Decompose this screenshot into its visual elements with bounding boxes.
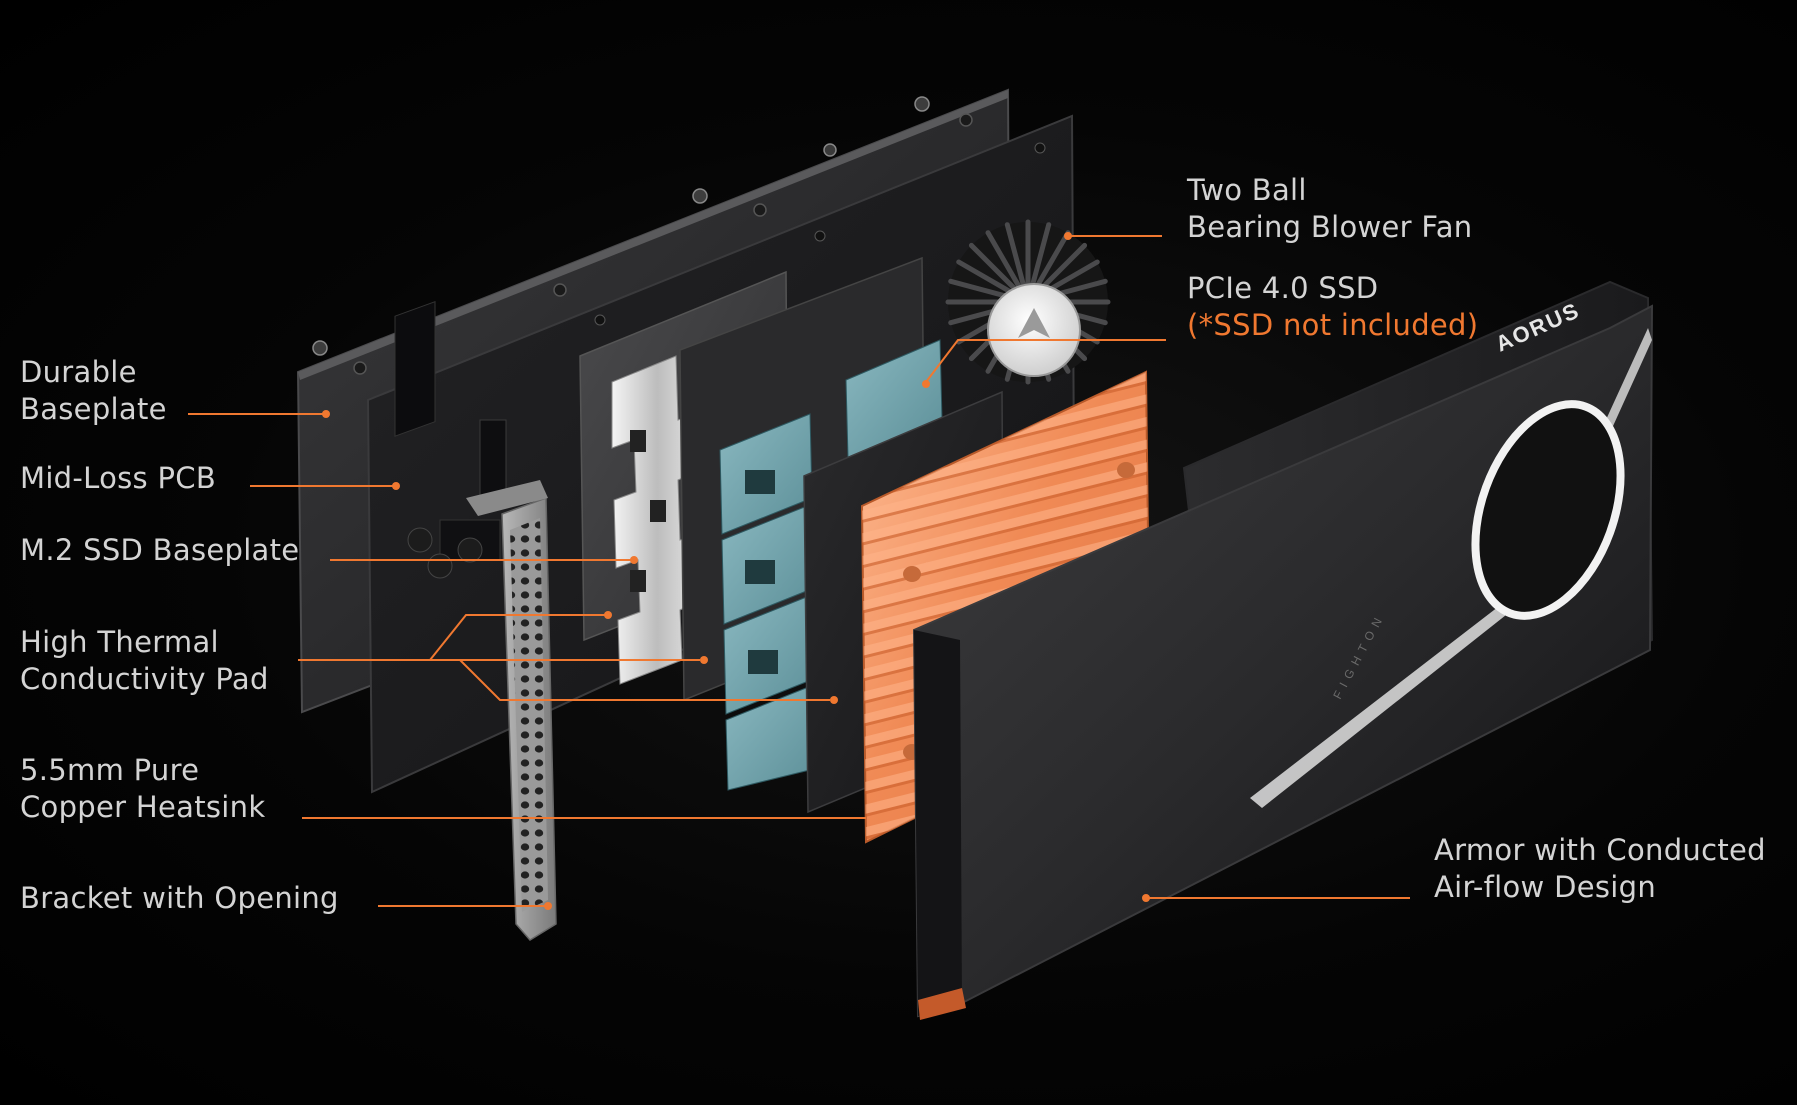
blower-fan xyxy=(945,219,1111,385)
leader-line-ssd xyxy=(925,339,1166,383)
label-bracket: Bracket with Opening xyxy=(20,880,339,917)
label-line: PCIe 4.0 SSD xyxy=(1187,271,1379,305)
label-line: 5.5mm Pure xyxy=(20,753,200,787)
pci-bracket xyxy=(466,480,557,941)
label-blower-fan: Two Ball Bearing Blower Fan xyxy=(1187,172,1472,246)
label-m2-ssd-baseplate: M.2 SSD Baseplate xyxy=(20,532,299,569)
label-line: Copper Heatsink xyxy=(20,790,266,824)
armor-cover: AORUS FIGHTON xyxy=(912,280,1654,1020)
pcie-ssd xyxy=(679,256,943,791)
label-line: Baseplate xyxy=(20,392,167,426)
label-thermal-pad: High Thermal Conductivity Pad xyxy=(20,624,269,698)
label-durable-baseplate: Durable Baseplate xyxy=(20,354,167,428)
label-line: Bearing Blower Fan xyxy=(1187,210,1473,244)
label-line: Air-flow Design xyxy=(1434,870,1656,904)
label-line: M.2 SSD Baseplate xyxy=(20,533,300,567)
leader-dot-ssd-baseplate xyxy=(630,556,638,564)
label-line: Two Ball xyxy=(1187,173,1307,207)
label-line: Bracket with Opening xyxy=(20,881,339,915)
label-line: Conductivity Pad xyxy=(20,662,269,696)
leader-dot-baseplate xyxy=(322,410,330,418)
callout-leader-lines xyxy=(188,232,1410,910)
label-mid-loss-pcb: Mid-Loss PCB xyxy=(20,460,216,497)
label-line: Mid-Loss PCB xyxy=(20,461,217,495)
leader-dot-pcb xyxy=(392,482,400,490)
label-line: High Thermal xyxy=(20,625,219,659)
label-line: Armor with Conducted xyxy=(1434,833,1766,867)
label-armor: Armor with Conducted Air-flow Design xyxy=(1434,832,1766,906)
label-line: Durable xyxy=(20,355,137,389)
leader-line-thermal-pad-3 xyxy=(459,659,830,701)
leader-line-thermal-pad-1 xyxy=(298,614,606,661)
ssd-not-included-note: (*SSD not included) xyxy=(1187,308,1479,342)
label-copper-heatsink: 5.5mm Pure Copper Heatsink xyxy=(20,752,265,826)
label-pcie-ssd: PCIe 4.0 SSD (*SSD not included) xyxy=(1187,270,1478,344)
